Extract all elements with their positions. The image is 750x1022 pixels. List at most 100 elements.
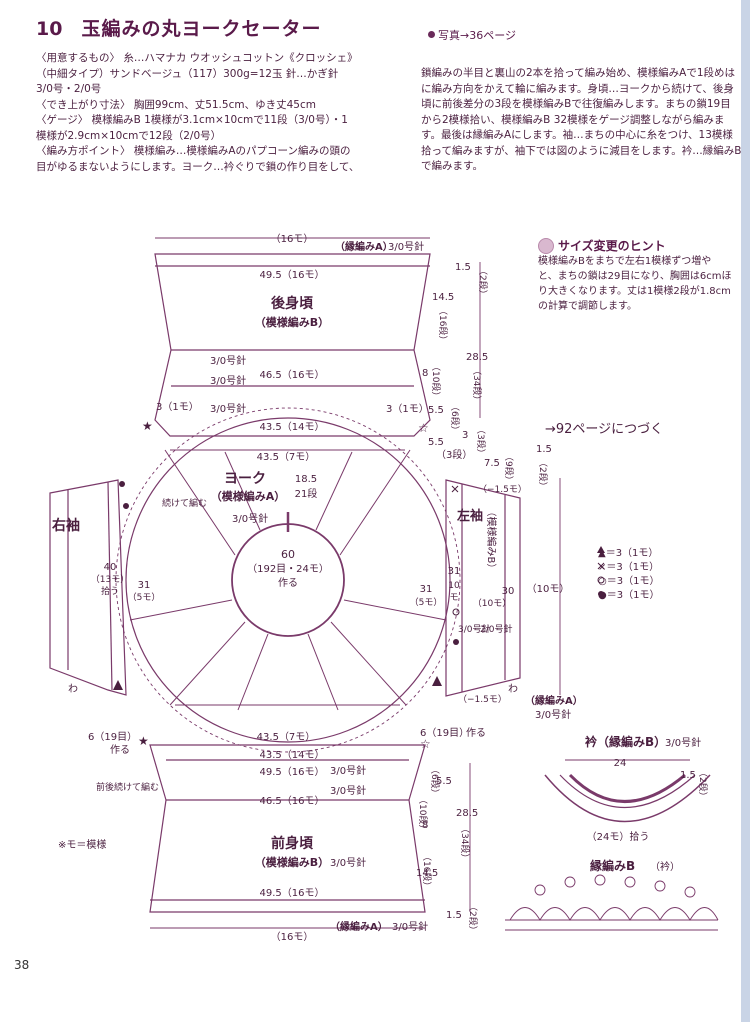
needle-label: 3/0号針 xyxy=(232,512,268,525)
pattern-title: 玉編みの丸ヨークセーター xyxy=(81,18,322,40)
dim-label: （34段） xyxy=(459,824,471,862)
dim-label: 3（1モ） xyxy=(156,401,199,413)
dim-label: 1.5 xyxy=(455,262,471,273)
dim-label: （13モ） xyxy=(91,574,129,585)
dim-label: 作る xyxy=(466,727,486,739)
size-hint: サイズ変更のヒント 模様編みBをまちで左右1模様ずつ増や と、まちの鎖は29目に… xyxy=(538,238,743,314)
dim-label: 10 xyxy=(448,581,460,591)
collar-label: 衿（縁編みB） xyxy=(585,734,666,749)
dim-label: （5モ） xyxy=(410,597,443,608)
back-body-label: 後身頃 xyxy=(271,295,314,312)
pattern-number: 10 xyxy=(36,18,63,40)
dim-label: 49.5（16モ） xyxy=(260,766,325,778)
cross-marker-icon xyxy=(451,485,459,493)
mo-note: ※モ＝模様 xyxy=(58,838,106,851)
legend-dot-icon xyxy=(598,591,604,597)
star-outline-icon: ☆ xyxy=(420,737,431,751)
dim-label: （2段） xyxy=(537,458,549,491)
legend-triangle-icon xyxy=(597,546,605,553)
dim-label: （2段） xyxy=(697,768,709,801)
text-line: （中細タイプ）サンドベージュ（117）300g=12玉 針…かぎ針 xyxy=(36,67,339,80)
dim-label: 6（19目） xyxy=(88,731,137,743)
dim-label: （6段） xyxy=(449,402,461,435)
dim-label: 18.5 xyxy=(295,474,317,485)
edge-a-label: （縁編みA） xyxy=(330,920,388,933)
text-line: 目がゆるまないようにします。ヨーク…衿ぐりで鎖の作り目をして、 xyxy=(36,160,360,173)
dim-label: 31 xyxy=(420,584,433,595)
instructions-column: 鎖編みの半目と裏山の2本を拾って編み始め、模様編みAで1段めは に編み方向をかえ… xyxy=(421,66,741,175)
needle-label: 3/0号針 xyxy=(388,240,424,253)
dim-label: 5.5 xyxy=(428,437,444,448)
needle-label: 2/0号針 xyxy=(480,623,513,635)
needle-label: 3/0号針 xyxy=(210,374,246,387)
triangle-marker-icon xyxy=(113,680,123,690)
hint-title: サイズ変更のヒント xyxy=(538,238,743,254)
left-sleeve-label: 左袖 xyxy=(457,508,483,524)
triangle-marker-icon xyxy=(432,676,442,686)
legend-entry: ●＝3（1モ） xyxy=(598,589,659,601)
text-line: 〈編み方ポイント〉 模様編み…模様編みAのパプコーン編みの頭の xyxy=(36,145,351,157)
sleeve-fold xyxy=(107,481,113,691)
dim-label: （10モ） xyxy=(473,598,511,609)
flower-icon xyxy=(538,238,554,254)
dim-label: 43.5（14モ） xyxy=(260,421,325,433)
hint-line: り大きくなります。丈は1模様2段が1.8cm xyxy=(538,286,731,297)
legend-entry: ○＝3（1モ） xyxy=(598,575,659,587)
dim-label: （2段） xyxy=(467,902,479,935)
dim-label: （6段） xyxy=(429,765,441,798)
legend-entry: ×＝3（1モ） xyxy=(598,561,659,573)
dim-label: （24モ）拾う xyxy=(587,830,650,843)
dim-label: 5.5 xyxy=(428,405,444,416)
star-outline-icon: ☆ xyxy=(418,421,429,435)
dim-label: 作る xyxy=(110,744,130,756)
wa-label: わ xyxy=(68,683,78,695)
dim-label: 21段 xyxy=(295,487,318,500)
dim-label: 60 xyxy=(281,548,295,561)
text-line: で編みます。 xyxy=(421,160,483,172)
dim-label: 24 xyxy=(614,758,627,769)
dim-label: 49.5（16モ） xyxy=(260,887,325,899)
dim-label: 8 xyxy=(422,368,428,379)
dim-label: 5.5 xyxy=(436,776,452,787)
dim-label: （10段） xyxy=(417,795,429,833)
dim-label: （16段） xyxy=(437,306,449,344)
dim-label: （9段） xyxy=(503,452,515,485)
left-sleeve-pattern: （模様編みB） xyxy=(485,507,498,574)
dim-label: 30 xyxy=(502,586,515,597)
photo-reference: 写真→36ページ xyxy=(428,27,516,43)
dim-label: 31 xyxy=(448,566,461,577)
dim-label: 14.5 xyxy=(432,292,454,303)
dim-label: （16モ） xyxy=(271,931,314,943)
dim-label: 43.5（14モ） xyxy=(260,749,325,761)
dim-label: （−1.5モ） xyxy=(458,694,507,705)
needle-label: 3/0号針 xyxy=(210,402,246,415)
text-line: 〈ゲージ〉 模様編みB 1模様が3.1cm×10cmで11段（3/0号）・1 xyxy=(36,114,348,126)
dim-label: 14.5 xyxy=(416,868,438,879)
legend-entry: ▲＝3（1モ） xyxy=(598,547,658,559)
dim-label: （3段） xyxy=(475,425,487,458)
dim-label: 3 xyxy=(462,430,468,441)
continue-knit-note: 続けて編む xyxy=(162,497,207,509)
front-body-label: 前身頃 xyxy=(271,835,314,852)
text-line: 模様が2.9cm×10cmで12段（2/0号） xyxy=(36,129,222,142)
dim-label: モ xyxy=(449,593,458,603)
dim-label: （192目・24モ） xyxy=(247,563,329,575)
needle-label: 3/0号針 xyxy=(330,764,366,777)
text-line: 鎖編みの半目と裏山の2本を拾って編み始め、模様編みAで1段めは xyxy=(421,67,736,79)
edge-a-label: （縁編みA） xyxy=(335,240,393,253)
text-line: 拾って編みますが、袖下では図のように減目をします。衿…縁編みB xyxy=(421,144,741,157)
text-line: から2模様拾い、模様編みB 32模様をゲージ調整しながら編みま xyxy=(421,113,725,126)
dim-label: 8 xyxy=(422,820,428,831)
front-pattern-label: （模様編みB） xyxy=(255,855,329,869)
yoke-label: ヨーク xyxy=(224,471,266,487)
dim-label: 7.5 xyxy=(484,458,500,469)
collar-inner xyxy=(559,774,696,809)
dim-label: （5モ） xyxy=(128,592,161,603)
materials-column: 〈用意するもの〉 糸…ハマナカ ウオッシュコットン《クロッシェ》 （中細タイプ）… xyxy=(36,51,416,175)
continue-note: →92ページにつづく xyxy=(545,422,664,437)
legend-circle-icon xyxy=(597,576,605,584)
dim-label: 43.5（7モ） xyxy=(257,451,316,463)
needle-label: 3/0号針 xyxy=(330,784,366,797)
dim-label: 3（1モ） xyxy=(386,403,429,415)
